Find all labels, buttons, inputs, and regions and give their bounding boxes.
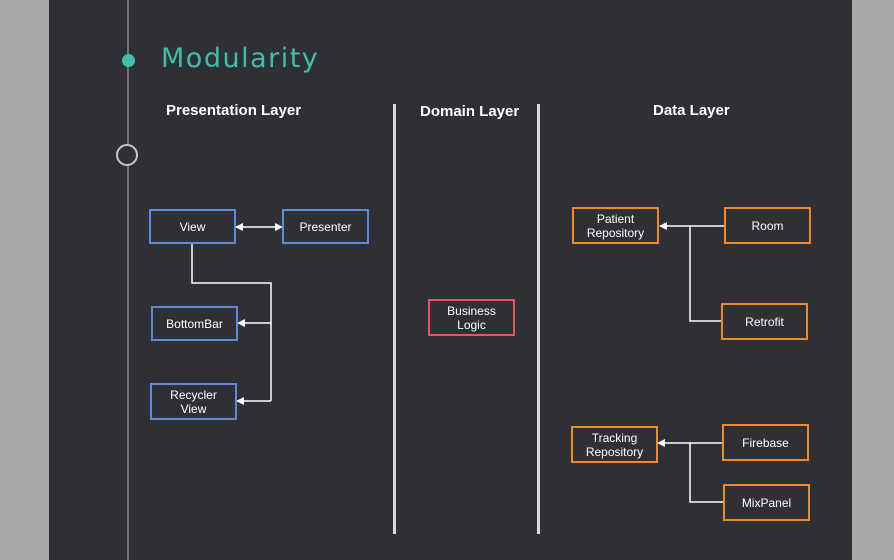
timeline-dot-inactive: [116, 144, 138, 166]
timeline-line: [127, 0, 129, 560]
layer-divider-left: [393, 104, 396, 534]
mixpanel-connector: [689, 443, 723, 503]
business-logic-node[interactable]: Business Logic: [428, 299, 515, 336]
recycler-view-node[interactable]: Recycler View: [150, 383, 237, 420]
bottombar-node[interactable]: BottomBar: [151, 306, 238, 341]
firebase-node[interactable]: Firebase: [722, 424, 809, 461]
domain-layer-heading: Domain Layer: [420, 103, 520, 120]
tracking-repository-node[interactable]: Tracking Repository: [571, 426, 658, 463]
retrofit-connector: [689, 226, 721, 322]
room-node[interactable]: Room: [724, 207, 811, 244]
layer-divider-right: [537, 104, 540, 534]
presentation-layer-heading: Presentation Layer: [166, 102, 302, 119]
slide-title: Modularity: [161, 43, 320, 74]
retrofit-node[interactable]: Retrofit: [721, 303, 808, 340]
presenter-node[interactable]: Presenter: [282, 209, 369, 244]
data-layer-heading: Data Layer: [653, 102, 730, 119]
patient-repository-node[interactable]: Patient Repository: [572, 207, 659, 244]
slide-canvas: [49, 0, 852, 560]
view-node[interactable]: View: [149, 209, 236, 244]
timeline-dot-active: [122, 54, 135, 67]
mixpanel-node[interactable]: MixPanel: [723, 484, 810, 521]
view-children-connector: [191, 244, 272, 401]
